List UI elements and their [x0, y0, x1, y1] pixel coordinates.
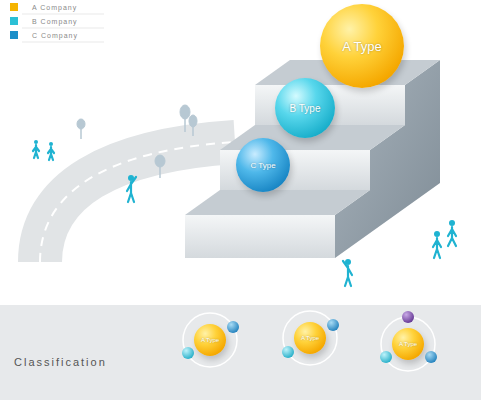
type-label: A Type — [201, 337, 219, 343]
type-sphere: B Type — [275, 78, 335, 138]
satellite-spheres — [182, 311, 437, 363]
legend-swatch — [10, 31, 18, 39]
orbit-rings — [183, 311, 435, 371]
legend-text: C Company — [32, 32, 78, 39]
type-label: B Type — [290, 103, 321, 114]
orbit-center-sphere: A Type — [194, 324, 226, 356]
legend-entry: B Company — [10, 17, 78, 25]
legend-swatch — [10, 3, 18, 11]
orbit-center-sphere: A Type — [294, 322, 326, 354]
type-label: A Type — [301, 335, 319, 341]
legend-entry: C Company — [10, 31, 78, 39]
type-label: A Type — [399, 341, 417, 347]
type-sphere: A Type — [320, 4, 404, 88]
orbit-center-sphere: A Type — [392, 328, 424, 360]
trees — [77, 105, 197, 178]
type-sphere: C Type — [236, 138, 290, 192]
legend-text: B Company — [32, 18, 78, 25]
legend-rule — [22, 14, 104, 42]
stairs — [185, 60, 440, 258]
legend-entry: A Company — [10, 3, 77, 11]
legend-swatch — [10, 17, 18, 25]
classification-band — [0, 305, 481, 400]
section-title: Classification — [14, 356, 107, 368]
type-label: C Type — [250, 161, 275, 170]
legend-text: A Company — [32, 4, 77, 11]
type-label: A Type — [342, 39, 382, 54]
